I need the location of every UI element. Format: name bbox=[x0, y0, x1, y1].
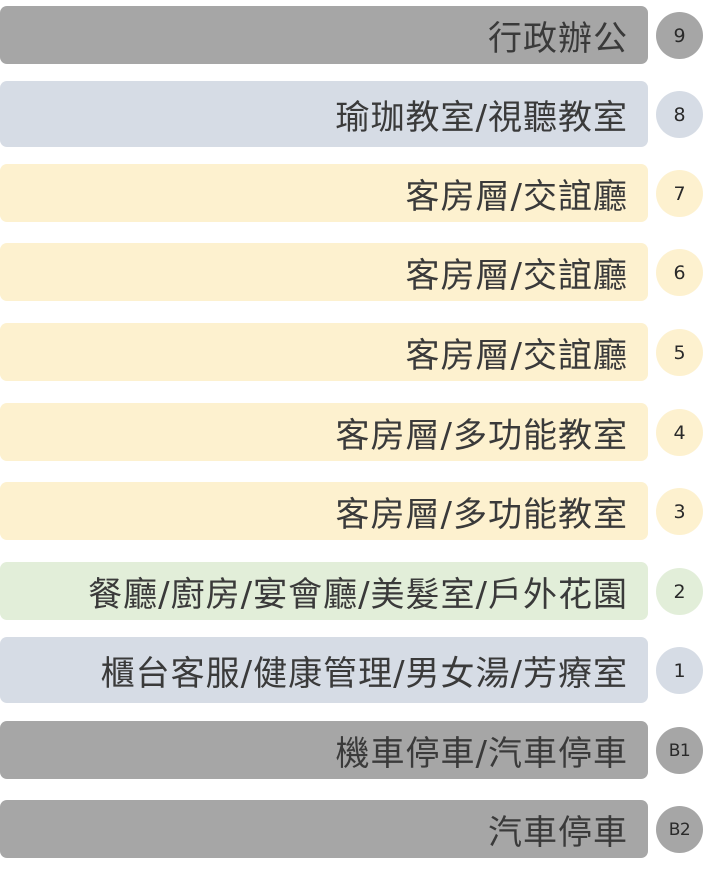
floor-number-badge: 6 bbox=[656, 249, 703, 296]
floor-number-badge: 3 bbox=[656, 488, 703, 535]
floor-label: 客房層/交誼廳 bbox=[405, 176, 628, 217]
floor-row-1: 櫃台客服/健康管理/男女湯/芳療室 1 bbox=[0, 637, 706, 703]
floor-label: 餐廳/廚房/宴會廳/美髮室/戶外花園 bbox=[88, 574, 628, 615]
floor-label: 客房層/交誼廳 bbox=[405, 335, 628, 376]
floor-label: 行政辦公 bbox=[488, 18, 628, 59]
floor-bar: 客房層/交誼廳 bbox=[0, 243, 648, 301]
floor-bar: 客房層/交誼廳 bbox=[0, 323, 648, 381]
floor-row-6: 客房層/交誼廳 6 bbox=[0, 243, 706, 301]
floor-number-badge: 1 bbox=[656, 647, 703, 694]
floor-row-7: 客房層/交誼廳 7 bbox=[0, 164, 706, 222]
floor-label: 櫃台客服/健康管理/男女湯/芳療室 bbox=[100, 653, 628, 694]
floor-bar: 客房層/多功能教室 bbox=[0, 482, 648, 540]
floor-number-badge: 2 bbox=[656, 568, 703, 615]
floor-label: 汽車停車 bbox=[488, 812, 628, 853]
floor-row-5: 客房層/交誼廳 5 bbox=[0, 323, 706, 381]
floor-row-4: 客房層/多功能教室 4 bbox=[0, 403, 706, 461]
floor-number-badge: 4 bbox=[656, 409, 703, 456]
floor-row-9: 行政辦公 9 bbox=[0, 6, 706, 64]
floor-number-badge: B2 bbox=[656, 806, 703, 853]
floor-bar: 汽車停車 bbox=[0, 800, 648, 858]
floor-bar: 餐廳/廚房/宴會廳/美髮室/戶外花園 bbox=[0, 562, 648, 620]
floor-label: 客房層/多功能教室 bbox=[335, 494, 628, 535]
floor-label: 客房層/多功能教室 bbox=[335, 415, 628, 456]
floor-number-badge: 5 bbox=[656, 329, 703, 376]
floor-row-2: 餐廳/廚房/宴會廳/美髮室/戶外花園 2 bbox=[0, 562, 706, 620]
floor-label: 客房層/交誼廳 bbox=[405, 255, 628, 296]
floor-row-b2: 汽車停車 B2 bbox=[0, 800, 706, 858]
floor-row-8: 瑜珈教室/視聽教室 8 bbox=[0, 81, 706, 147]
floor-row-b1: 機車停車/汽車停車 B1 bbox=[0, 721, 706, 779]
floor-number-badge: 9 bbox=[656, 12, 703, 59]
floor-bar: 櫃台客服/健康管理/男女湯/芳療室 bbox=[0, 637, 648, 703]
floor-bar: 客房層/多功能教室 bbox=[0, 403, 648, 461]
floor-number-badge: 7 bbox=[656, 170, 703, 217]
floor-number-badge: B1 bbox=[656, 727, 703, 774]
floor-bar: 瑜珈教室/視聽教室 bbox=[0, 81, 648, 147]
floor-bar: 客房層/交誼廳 bbox=[0, 164, 648, 222]
floor-bar: 機車停車/汽車停車 bbox=[0, 721, 648, 779]
floor-row-3: 客房層/多功能教室 3 bbox=[0, 482, 706, 540]
floor-number-badge: 8 bbox=[656, 91, 703, 138]
floor-label: 瑜珈教室/視聽教室 bbox=[335, 97, 628, 138]
floor-label: 機車停車/汽車停車 bbox=[335, 733, 628, 774]
floor-bar: 行政辦公 bbox=[0, 6, 648, 64]
